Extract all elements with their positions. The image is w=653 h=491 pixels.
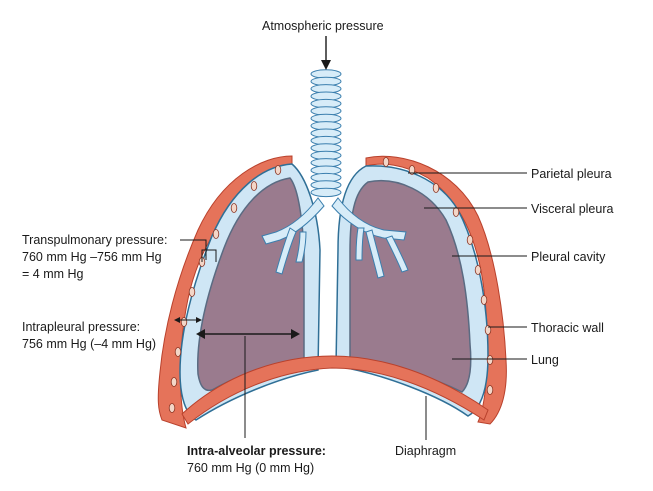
rib-marker bbox=[466, 235, 474, 245]
intrapleural-line1: Intrapleural pressure: bbox=[22, 320, 141, 334]
rib-marker bbox=[474, 265, 482, 275]
rib-marker bbox=[484, 325, 492, 335]
intrapleural-arrow-right bbox=[196, 317, 202, 323]
right-bronchi bbox=[331, 197, 409, 279]
rib-marker bbox=[250, 181, 258, 191]
right-thoracic-wall bbox=[365, 155, 507, 425]
rib-marker bbox=[486, 385, 494, 395]
parietal-pleura-label: Parietal pleura bbox=[531, 167, 612, 181]
atmospheric-arrow-head bbox=[321, 60, 331, 70]
arrows bbox=[174, 36, 331, 339]
intra-alveolar-arrow-right bbox=[291, 329, 300, 339]
rib-marker bbox=[432, 183, 440, 193]
rib-marker bbox=[180, 317, 188, 327]
rib-marker bbox=[452, 207, 460, 217]
intra-alveolar-arrow-left bbox=[196, 329, 205, 339]
atmospheric-pressure-label: Atmospheric pressure bbox=[262, 19, 384, 33]
rib-marker bbox=[174, 347, 182, 357]
transpulmonary-line2: 760 mm Hg –756 mm Hg bbox=[22, 250, 162, 264]
pleural-cavity-label: Pleural cavity bbox=[531, 250, 606, 264]
trachea bbox=[310, 69, 342, 198]
thoracic-wall-label: Thoracic wall bbox=[531, 321, 604, 335]
trachea-ring bbox=[310, 187, 342, 198]
rib-marker bbox=[212, 229, 220, 239]
rib-marker bbox=[486, 355, 494, 365]
intrapleural-arrow-left bbox=[174, 317, 180, 323]
intra-alveolar-line1: Intra-alveolar pressure: bbox=[187, 444, 326, 458]
rib-marker bbox=[230, 203, 238, 213]
rib-marker bbox=[170, 377, 178, 387]
rib-marker bbox=[480, 295, 488, 305]
rib-marker bbox=[188, 287, 196, 297]
intrapleural-line2: 756 mm Hg (–4 mm Hg) bbox=[22, 337, 157, 351]
transpulmonary-line1: Transpulmonary pressure: bbox=[22, 233, 168, 247]
intra-alveolar-line2: 760 mm Hg (0 mm Hg) bbox=[187, 461, 315, 475]
rib-marker bbox=[168, 403, 176, 413]
rib-marker bbox=[274, 165, 282, 175]
rib-marker bbox=[408, 165, 416, 175]
transpulmonary-bracket bbox=[201, 249, 217, 262]
transpulmonary-leader bbox=[180, 239, 207, 260]
lung-label: Lung bbox=[531, 353, 559, 367]
transpulmonary-line3: = 4 mm Hg bbox=[22, 267, 84, 281]
left-bronchi bbox=[261, 197, 325, 275]
rib-sections bbox=[168, 157, 494, 413]
diaphragm-muscle bbox=[181, 355, 489, 425]
visceral-pleura-label: Visceral pleura bbox=[531, 202, 614, 216]
leader-lines bbox=[180, 172, 527, 440]
diaphragm-label: Diaphragm bbox=[395, 444, 457, 458]
rib-marker bbox=[382, 157, 390, 167]
